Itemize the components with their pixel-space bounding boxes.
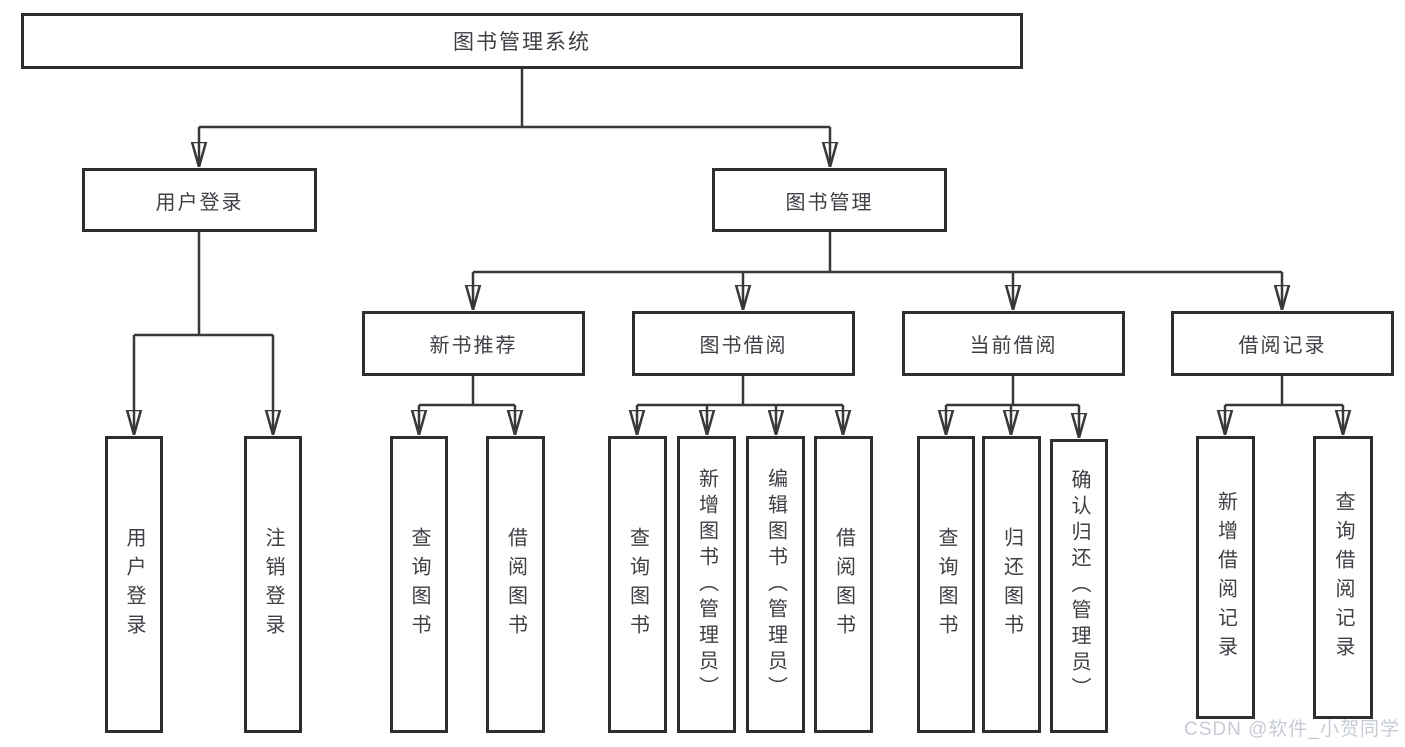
leaf-add-borrowing-record: 新增借阅记录 [1196, 436, 1255, 719]
leaf-add-books-admin: 新增图书（管理员） [677, 436, 736, 733]
leaf-query-books-current: 查询图书 [917, 436, 975, 733]
node-book-management: 图书管理 [712, 168, 947, 232]
node-library-management-system: 图书管理系统 [21, 13, 1023, 69]
leaf-edit-books-admin: 编辑图书（管理员） [746, 436, 805, 733]
leaf-query-books-borrowing: 查询图书 [608, 436, 667, 733]
leaf-user-login: 用户登录 [105, 436, 163, 733]
leaf-logout: 注销登录 [244, 436, 302, 733]
leaf-borrow-books-borrowing: 借阅图书 [814, 436, 873, 733]
leaf-borrow-books-recommend: 借阅图书 [486, 436, 545, 733]
leaf-return-books: 归还图书 [982, 436, 1041, 733]
node-borrowing-records: 借阅记录 [1171, 311, 1394, 376]
node-book-borrowing: 图书借阅 [632, 311, 855, 376]
node-user-login: 用户登录 [82, 168, 317, 232]
node-current-borrowing: 当前借阅 [902, 311, 1125, 376]
leaf-confirm-return-admin: 确认归还（管理员） [1050, 439, 1108, 733]
leaf-query-books-recommend: 查询图书 [390, 436, 448, 733]
csdn-watermark: CSDN @软件_小贺同学 [1184, 719, 1400, 740]
node-new-book-recommendation: 新书推荐 [362, 311, 585, 376]
leaf-query-borrowing-record: 查询借阅记录 [1313, 436, 1373, 719]
